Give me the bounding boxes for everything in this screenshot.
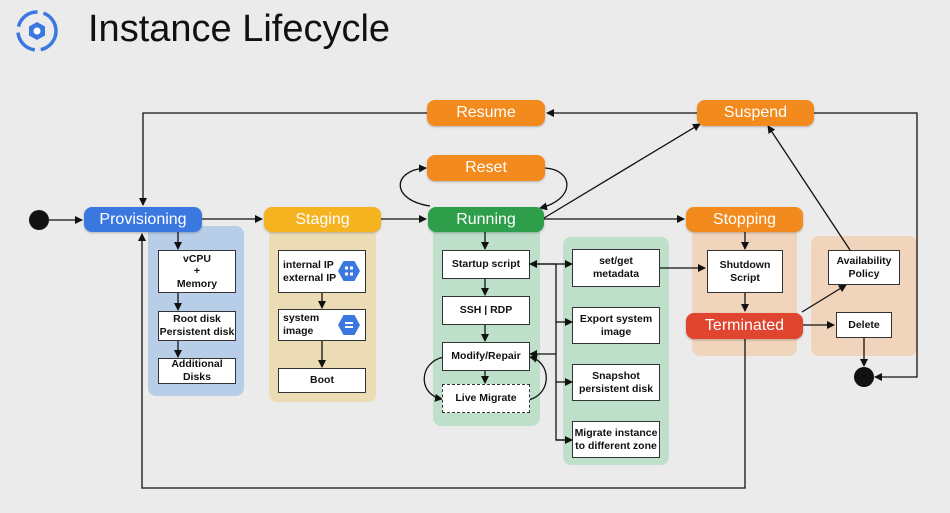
step-startup-script: Startup script: [442, 250, 530, 279]
state-running: Running: [428, 207, 544, 232]
step-boot: Boot: [278, 368, 366, 393]
start-node: [29, 210, 49, 230]
action-snapshot-persistent-disk: Snapshot persistent disk: [572, 364, 660, 401]
action-set-get-metadata: set/get metadata: [572, 249, 660, 287]
option-availability-policy: Availability Policy: [828, 250, 900, 285]
step-root-disk: Root disk Persistent disk: [158, 311, 236, 341]
option-delete: Delete: [836, 312, 892, 338]
action-export-system-image: Export system image: [572, 307, 660, 344]
state-reset: Reset: [427, 155, 545, 181]
state-resume: Resume: [427, 100, 545, 126]
end-node: [854, 367, 874, 387]
state-stopping: Stopping: [686, 207, 803, 232]
state-provisioning: Provisioning: [84, 207, 202, 232]
state-staging: Staging: [264, 207, 381, 232]
step-system-image-label: system image: [283, 312, 320, 337]
image-icon: [338, 315, 360, 335]
page-title: Instance Lifecycle: [88, 8, 391, 50]
step-ip-addresses-label: internal IP external IP: [283, 258, 337, 284]
state-terminated: Terminated: [686, 313, 803, 339]
step-ssh-rdp: SSH | RDP: [442, 296, 530, 325]
step-shutdown-script: Shutdown Script: [707, 250, 783, 293]
network-icon: [338, 261, 360, 281]
lifecycle-icon: [16, 10, 58, 52]
step-modify-repair: Modify/Repair: [442, 342, 530, 371]
step-live-migrate: Live Migrate: [442, 384, 530, 413]
action-migrate-instance: Migrate instance to different zone: [572, 421, 660, 458]
step-vcpu-memory: vCPU + Memory: [158, 250, 236, 293]
step-additional-disks: Additional Disks: [158, 358, 236, 384]
state-suspend: Suspend: [697, 100, 814, 126]
